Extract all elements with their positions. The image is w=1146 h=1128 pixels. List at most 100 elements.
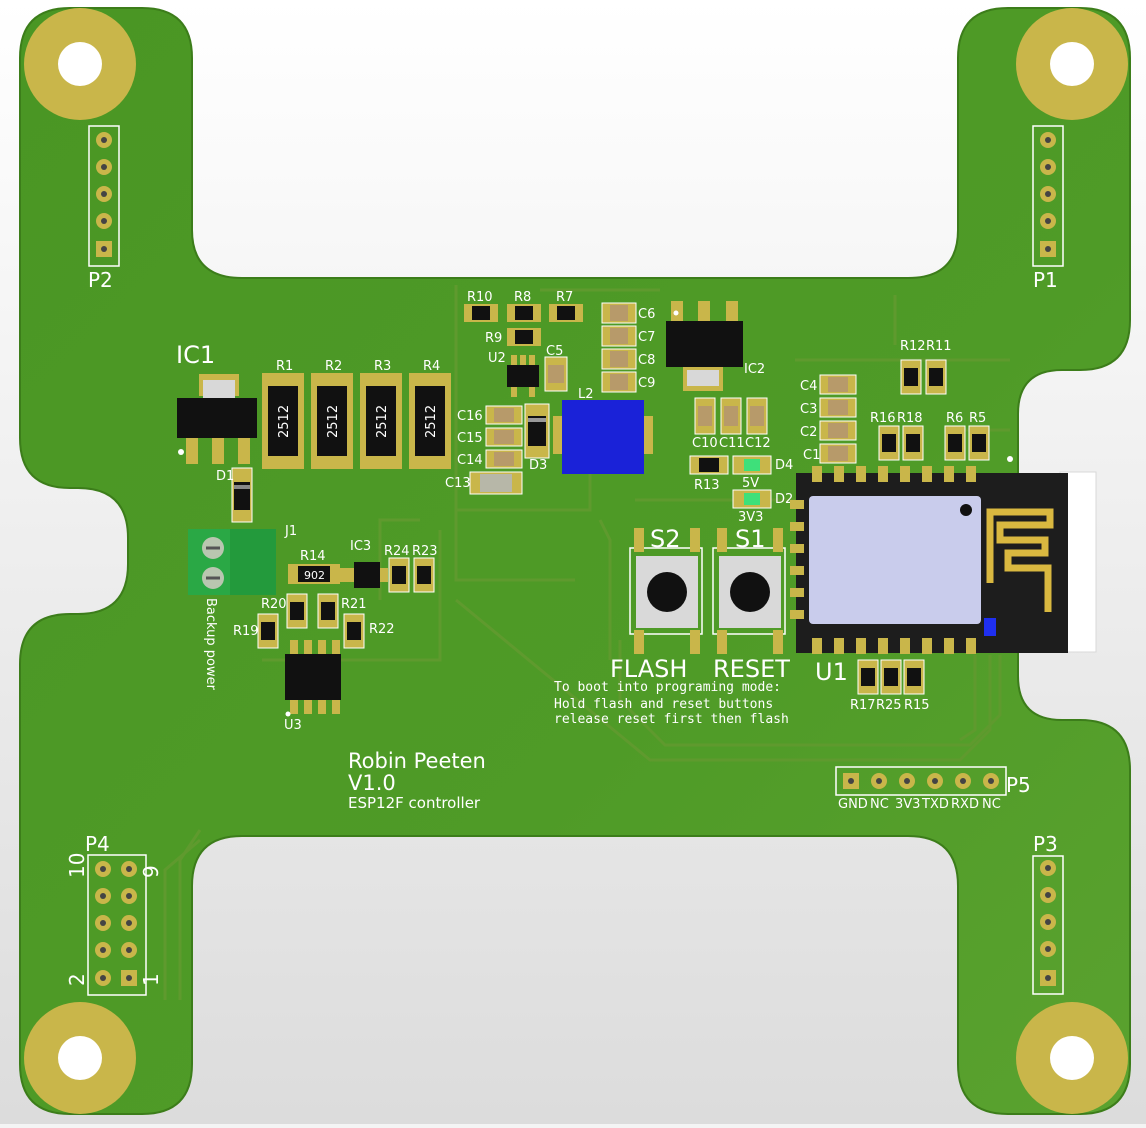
c5-capacitor xyxy=(544,356,568,392)
label-c1: C1 xyxy=(803,448,820,463)
d1-diode xyxy=(231,467,253,523)
mounting-hole-top-left xyxy=(24,8,136,120)
header-p5 xyxy=(835,766,1007,796)
r2-resistor: 2512 xyxy=(311,373,353,469)
label-c9: C9 xyxy=(638,376,655,391)
r9-resistor xyxy=(507,328,541,346)
label-ic3: IC3 xyxy=(350,539,371,554)
label-c15: C15 xyxy=(457,431,483,446)
c1-capacitor xyxy=(819,443,857,464)
label-3v3: 3V3 xyxy=(738,510,763,525)
r14-marking: 902 xyxy=(304,569,325,582)
p5-pin-rxd: RXD xyxy=(951,797,979,812)
c14-capacitor xyxy=(485,449,523,469)
c15-capacitor xyxy=(485,427,523,447)
label-ic1: IC1 xyxy=(176,341,215,369)
p4-pin-2-label: 2 xyxy=(65,973,89,986)
r15-resistor xyxy=(903,659,925,695)
label-r3: R3 xyxy=(374,359,391,374)
label-r1: R1 xyxy=(276,359,293,374)
label-p1: P1 xyxy=(1033,268,1058,292)
label-r13: R13 xyxy=(694,478,720,493)
header-p1 xyxy=(1032,125,1064,267)
reset-label: RESET xyxy=(713,655,790,683)
r2-marking: 2512 xyxy=(326,405,341,438)
p5-pin-nc-1: NC xyxy=(870,797,889,812)
label-u1: U1 xyxy=(815,658,848,686)
ic2-regulator xyxy=(666,301,743,391)
r1-marking: 2512 xyxy=(277,405,292,438)
label-c14: C14 xyxy=(457,453,483,468)
label-r25: R25 xyxy=(876,698,902,713)
r10-resistor xyxy=(464,304,498,322)
label-u3: U3 xyxy=(284,718,302,733)
label-d3: D3 xyxy=(529,458,547,473)
c3-capacitor xyxy=(819,397,857,418)
label-r23: R23 xyxy=(412,544,438,559)
label-5v: 5V xyxy=(742,476,759,491)
r3-marking: 2512 xyxy=(375,405,390,438)
r16-resistor xyxy=(878,425,900,461)
label-r19: R19 xyxy=(233,624,259,639)
label-d2: D2 xyxy=(775,492,793,507)
label-p3: P3 xyxy=(1033,832,1058,856)
ic3-chip xyxy=(340,562,388,588)
label-c5: C5 xyxy=(546,344,563,359)
p5-pin-txd: TXD xyxy=(921,797,949,812)
label-c11: C11 xyxy=(719,436,745,451)
c2-capacitor xyxy=(819,420,857,441)
r7-resistor xyxy=(549,304,583,322)
label-c13: C13 xyxy=(445,476,471,491)
label-d4: D4 xyxy=(775,458,793,473)
r6-resistor xyxy=(944,425,966,461)
label-r20: R20 xyxy=(261,597,287,612)
p4-pin-1-label: 1 xyxy=(139,973,163,986)
label-p4: P4 xyxy=(85,832,110,856)
label-l2: L2 xyxy=(578,387,594,402)
pcb-board xyxy=(19,7,1131,1115)
label-r10: R10 xyxy=(467,290,493,305)
label-r22: R22 xyxy=(369,622,395,637)
backup-power-label: Backup power xyxy=(203,598,218,691)
p4-pin-10-label: 10 xyxy=(65,853,89,878)
s2-flash-button[interactable] xyxy=(629,528,703,654)
boot-note-line-3: release reset first then flash xyxy=(554,712,789,727)
label-c2: C2 xyxy=(800,425,817,440)
label-p2: P2 xyxy=(88,268,113,292)
ic1-regulator xyxy=(177,374,257,464)
s1-reset-button[interactable] xyxy=(712,528,786,654)
boot-note-line-2: Hold flash and reset buttons xyxy=(554,697,773,712)
c11-capacitor xyxy=(720,397,742,435)
label-r16: R16 xyxy=(870,411,896,426)
r11-resistor xyxy=(925,359,947,395)
label-c4: C4 xyxy=(800,379,817,394)
label-r11: R11 xyxy=(926,339,952,354)
label-ic2: IC2 xyxy=(744,362,765,377)
d2-led xyxy=(732,489,772,509)
version-label: V1.0 xyxy=(348,771,396,795)
r25-resistor xyxy=(880,659,902,695)
r18-resistor xyxy=(902,425,924,461)
label-r2: R2 xyxy=(325,359,342,374)
p5-pin-3v3: 3V3 xyxy=(895,797,920,812)
c4-capacitor xyxy=(819,374,857,395)
r12-resistor xyxy=(900,359,922,395)
c8-capacitor xyxy=(601,348,637,370)
r19-resistor xyxy=(257,613,279,649)
label-r9: R9 xyxy=(485,331,502,346)
r8-resistor xyxy=(507,304,541,322)
l2-inductor xyxy=(553,400,653,474)
r14-resistor: 902 xyxy=(288,564,340,584)
label-r21: R21 xyxy=(341,597,367,612)
label-r4: R4 xyxy=(423,359,440,374)
label-s1: S1 xyxy=(735,525,766,553)
label-r12: R12 xyxy=(900,339,926,354)
mounting-hole-top-right xyxy=(1016,8,1128,120)
boot-note-line-1: To boot into programing mode: xyxy=(554,680,781,695)
header-p3 xyxy=(1032,855,1064,995)
label-r15: R15 xyxy=(904,698,930,713)
u2-chip xyxy=(507,355,539,397)
label-c8: C8 xyxy=(638,353,655,368)
p5-pin-gnd: GND xyxy=(838,797,868,812)
